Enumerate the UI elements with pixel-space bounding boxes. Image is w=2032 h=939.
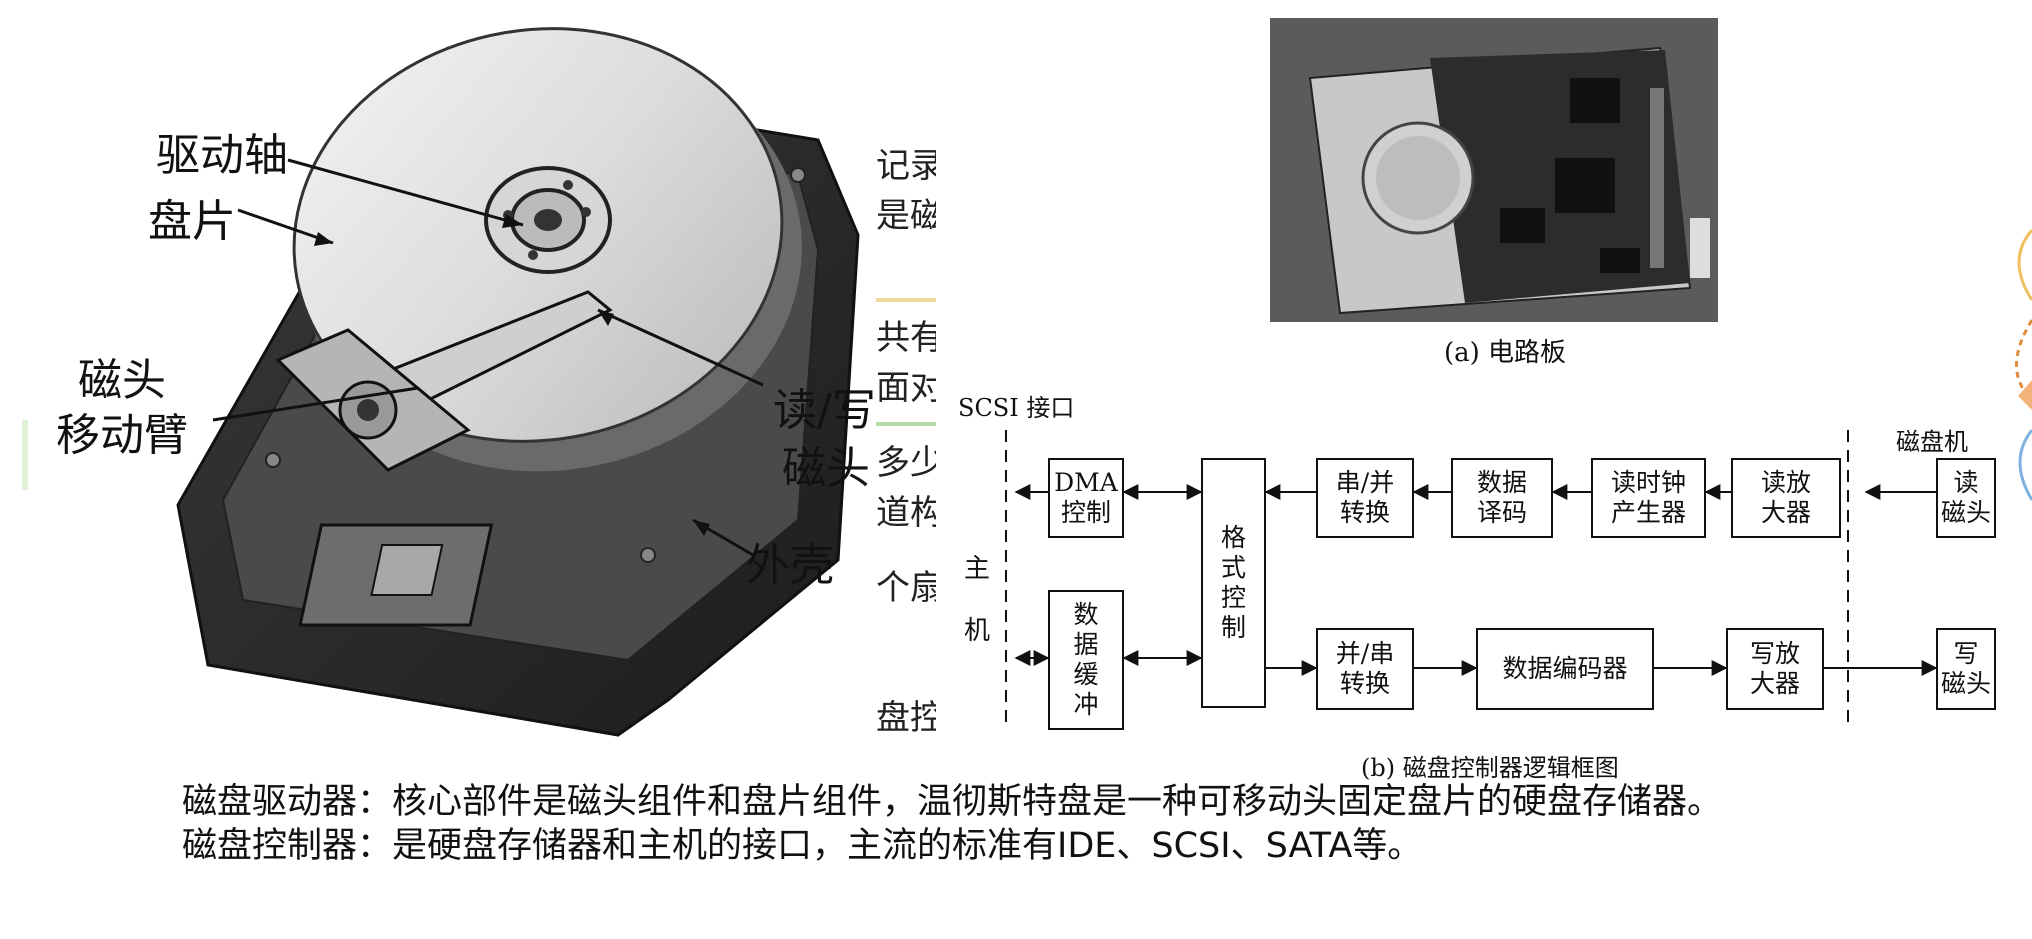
block-data-decode: 数据 译码: [1451, 458, 1553, 538]
label-rw-head-2: 磁头: [782, 443, 870, 494]
slide-caption: 磁盘驱动器：核心部件是磁头组件和盘片组件，温彻斯特盘是一种可移动头固定盘片的硬盘…: [182, 780, 1982, 868]
fragment: 记录: [876, 146, 936, 186]
label-head-arm-1: 磁头: [78, 355, 166, 406]
pcb-photo: [1270, 18, 1718, 322]
fragment: 盘控: [876, 698, 936, 738]
fragment: 道构: [876, 493, 936, 533]
block-read-clock: 读时钟 产生器: [1591, 458, 1706, 538]
drive-label: 磁盘机: [1896, 428, 1968, 456]
leader-line: [212, 386, 419, 422]
screw: [790, 167, 806, 183]
fragment: 多少: [876, 443, 936, 483]
screw: [265, 452, 281, 468]
label-rw-head-1: 读/写: [773, 385, 876, 436]
caption-line-controller: 磁盘控制器：是硬盘存储器和主机的接口，主流的标准有IDE、SCSI、SATA等。: [182, 826, 1423, 866]
pcb-caption: (a) 电路板: [1444, 338, 1567, 368]
block-dma-control: DMA 控制: [1048, 458, 1124, 538]
caption-line-drive: 磁盘驱动器：核心部件是磁头组件和盘片组件，温彻斯特盘是一种可移动头固定盘片的硬盘…: [182, 782, 1723, 822]
block-data-buffer: 数 据 缓 冲: [1048, 590, 1124, 730]
fragment: 共有: [876, 318, 936, 358]
label-head-arm-2: 移动臂: [56, 410, 188, 461]
label-platter: 盘片: [148, 196, 236, 247]
decorative-curves: [2015, 229, 2032, 501]
diagram-connections: [1005, 430, 1938, 730]
block-write-head: 写 磁头: [1936, 628, 1996, 710]
controller-figure: (a) 电路板 SCSI 接口 主 机 磁盘机 DMA 控制 数 据 缓 冲 格…: [936, 0, 1996, 782]
background-text-fragments: 记录 是磁 共有 面对 多少 道构 个扇 盘控: [876, 130, 936, 750]
block-parallel-serial: 并/串 转换: [1316, 628, 1414, 710]
hdd-drawing: [176, 27, 860, 737]
block-format-control: 格 式 控 制: [1201, 458, 1266, 708]
host-label-2: 机: [964, 616, 991, 646]
leader-line: [597, 308, 764, 387]
label-case: 外壳: [746, 540, 834, 591]
fragment: 是磁: [876, 196, 936, 236]
leader-line: [287, 158, 524, 227]
hdd-illustration: 驱动轴 盘片 磁头 移动臂 读/写 磁头 外壳: [28, 0, 878, 740]
host-label-1: 主: [964, 554, 991, 584]
decorative-bar: [876, 422, 936, 426]
block-serial-parallel: 串/并 转换: [1316, 458, 1414, 538]
fragment: 面对: [876, 368, 936, 408]
block-write-amplifier: 写放 大器: [1726, 628, 1824, 710]
block-read-amplifier: 读放 大器: [1731, 458, 1841, 538]
label-spindle: 驱动轴: [156, 130, 288, 181]
block-read-head: 读 磁头: [1936, 458, 1996, 538]
decorative-stripe: [22, 420, 28, 490]
diagram-caption: (b) 磁盘控制器逻辑框图: [1361, 754, 1619, 782]
fragment: 个扇: [876, 568, 936, 608]
decorative-bar: [876, 298, 936, 302]
screw: [640, 547, 656, 563]
block-data-encoder: 数据编码器: [1476, 628, 1654, 710]
scsi-interface-label: SCSI 接口: [958, 394, 1075, 422]
